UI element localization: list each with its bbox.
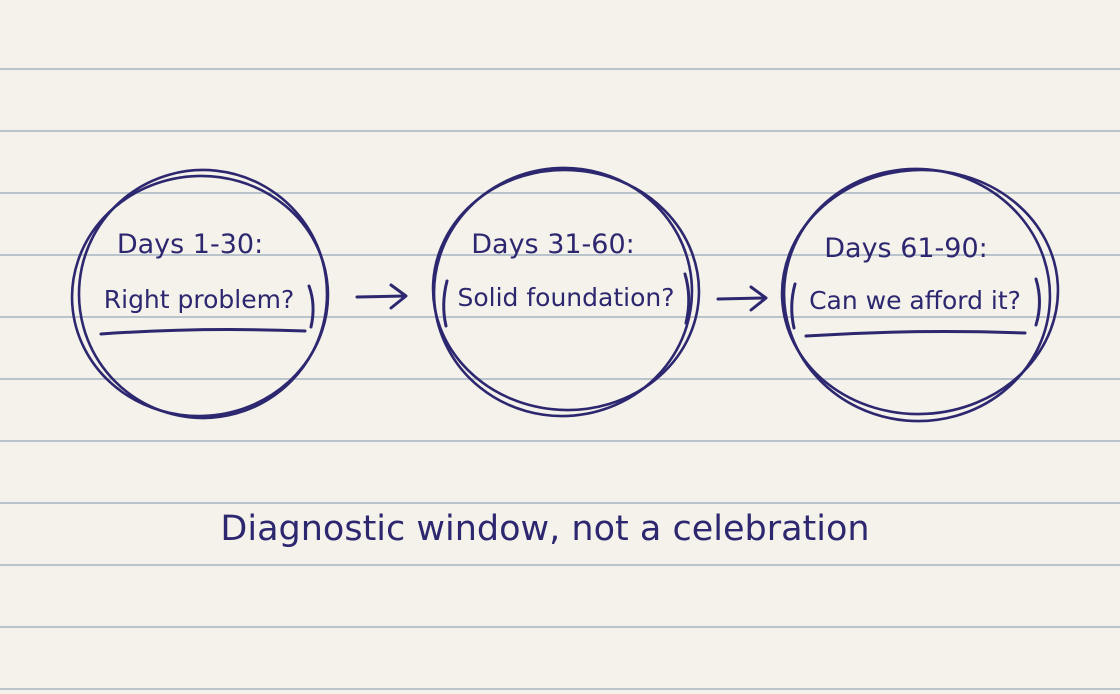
stage-3-underline [804, 330, 1027, 338]
stage-2-right-bracket [683, 272, 691, 325]
stage-2-left-bracket [442, 279, 449, 328]
stage-3-circle [780, 167, 1060, 423]
diagram-caption: Diagnostic window, not a celebration [220, 509, 870, 549]
stage-3-period: Days 61-90: [824, 233, 988, 264]
stage-2-period: Days 31-60: [471, 229, 635, 260]
arrow-2-icon [716, 285, 768, 312]
stage-1-circle [70, 168, 330, 420]
stage-3-question: Can we afford it? [809, 286, 1021, 315]
stage-1-right-bracket [307, 284, 315, 329]
stage-3-right-bracket [1034, 277, 1041, 327]
stage-1-period: Days 1-30: [116, 229, 264, 260]
arrow-1-icon [355, 283, 408, 310]
stage-3-left-bracket [790, 282, 797, 330]
stage-1-question: Right problem? [103, 285, 295, 314]
stage-2-circle [431, 166, 701, 418]
stage-2-question: Solid foundation? [457, 283, 675, 312]
stage-1-underline [99, 328, 307, 336]
